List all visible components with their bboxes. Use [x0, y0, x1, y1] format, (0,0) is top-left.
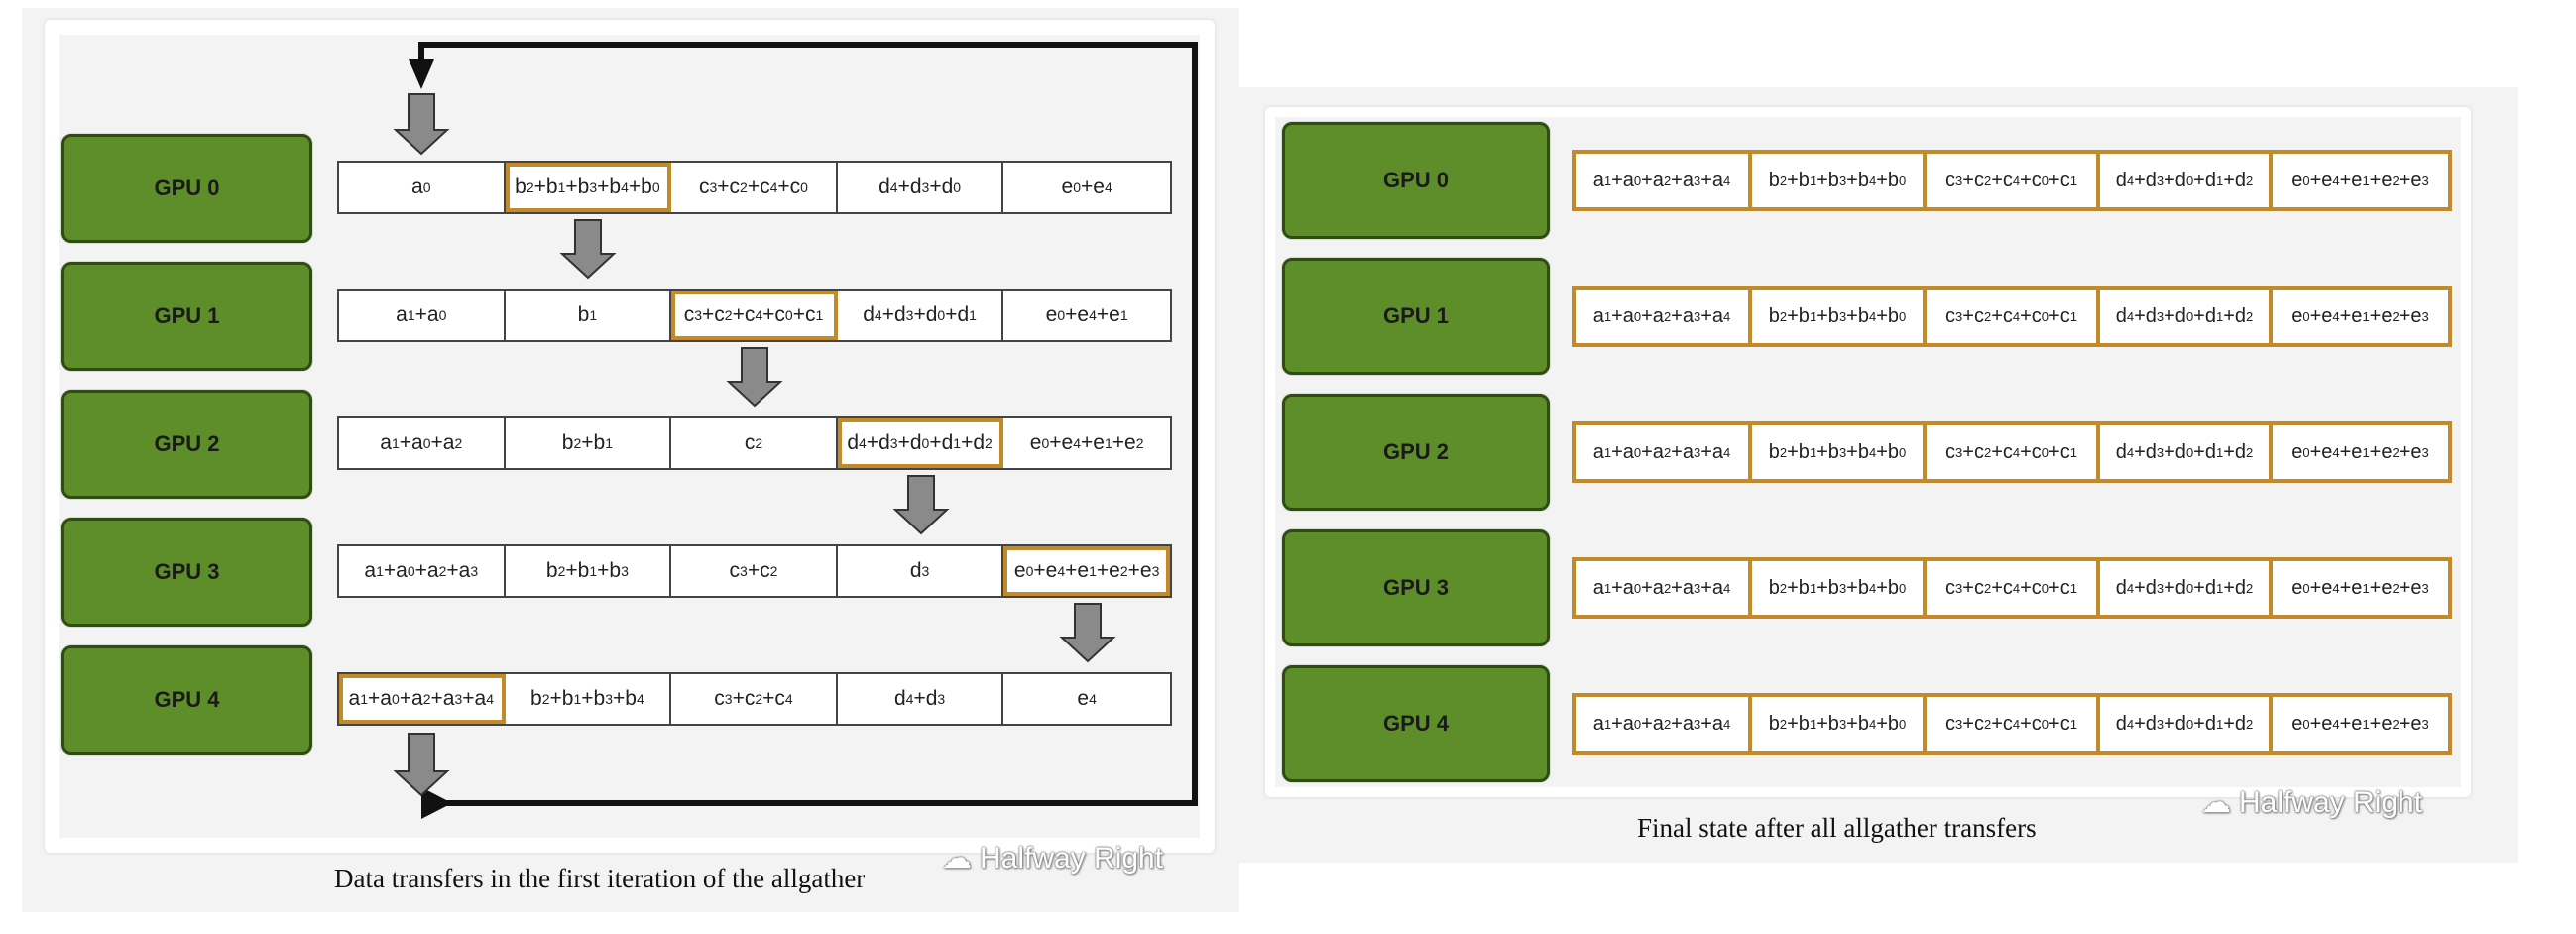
gpu-box-1: GPU 1: [61, 262, 312, 371]
gpu-box-4: GPU 4: [61, 645, 312, 755]
watermark-text: Halfway Right: [980, 842, 1164, 875]
wechat-icon: ☁: [2201, 786, 2231, 819]
right-watermark: ☁Halfway Right: [2201, 785, 2422, 820]
gpu-box-2: GPU 2: [61, 390, 312, 499]
final-gpu-box-2: GPU 2: [1282, 394, 1550, 511]
final-gpu-box-1: GPU 1: [1282, 258, 1550, 375]
final-gpu-box-0: GPU 0: [1282, 122, 1550, 239]
left-watermark: ☁Halfway Right: [942, 841, 1163, 876]
gpu-box-0: GPU 0: [61, 134, 312, 243]
wechat-icon: ☁: [942, 842, 972, 875]
watermark-text: Halfway Right: [2239, 786, 2423, 819]
final-gpu-box-4: GPU 4: [1282, 665, 1550, 782]
left-caption: Data transfers in the first iteration of…: [334, 864, 866, 893]
final-gpu-box-3: GPU 3: [1282, 529, 1550, 646]
gpu-box-3: GPU 3: [61, 518, 312, 627]
right-caption: Final state after all allgather transfer…: [1637, 813, 2037, 843]
